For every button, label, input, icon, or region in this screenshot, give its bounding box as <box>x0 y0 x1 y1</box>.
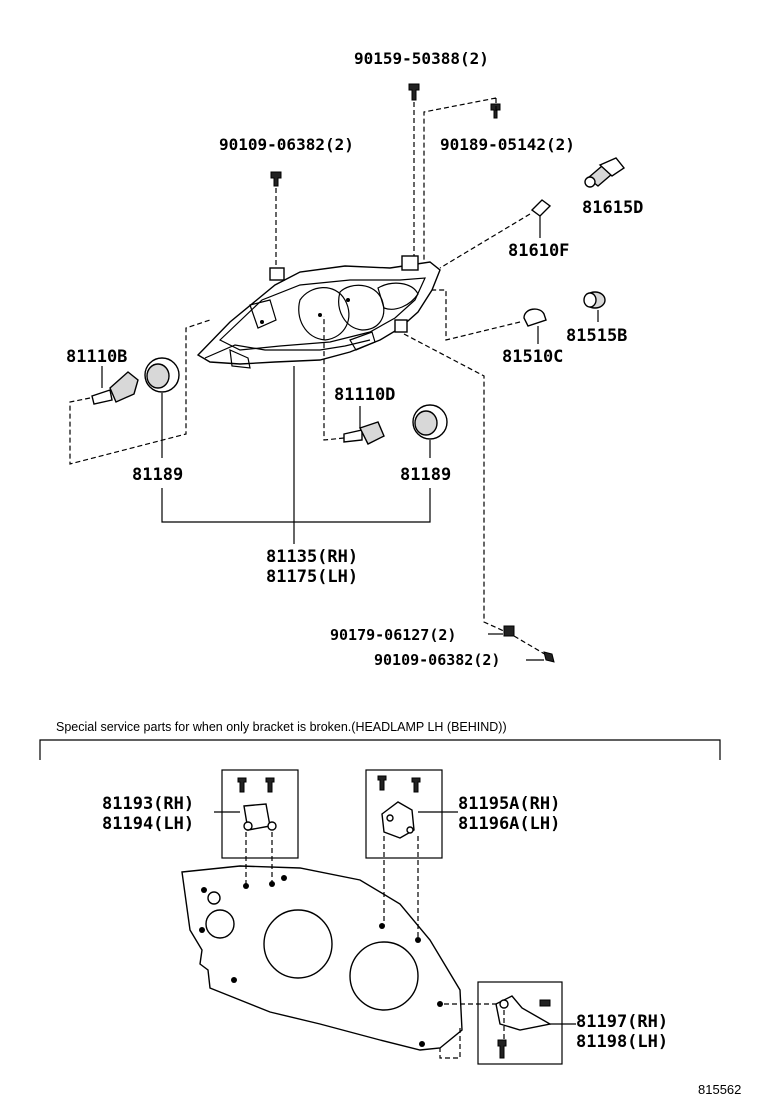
bulb-81615d-icon <box>584 157 626 188</box>
headlamp-assembly <box>196 255 441 369</box>
label-81510c: 81510C <box>502 347 563 367</box>
bracket-81197-icon <box>495 995 552 1059</box>
label-81195a-rh: 81195A(RH) <box>458 794 560 814</box>
label-81198-lh: 81198(LH) <box>576 1032 668 1052</box>
label-81515b: 81515B <box>566 326 627 346</box>
label-81197-rh: 81197(RH) <box>576 1012 668 1032</box>
service-note: Special service parts for when only brac… <box>56 720 507 734</box>
section-bracket <box>39 739 721 760</box>
bracket-81197-box <box>477 981 563 1065</box>
bulb-81110d-icon <box>343 421 385 445</box>
illustration-code: 815562 <box>698 1082 741 1097</box>
bulb-81110b-icon <box>91 371 139 405</box>
bracket-81195a-box <box>365 769 443 859</box>
bracket-81195a-icon <box>377 775 421 839</box>
cap-81189-left-icon <box>144 357 180 393</box>
bulb-81510c-icon <box>523 308 547 327</box>
socket-81515b-icon <box>583 291 606 309</box>
bracket-81193-box <box>221 769 299 859</box>
nut-icon <box>503 625 515 637</box>
label-81110d: 81110D <box>334 385 395 405</box>
label-81110b: 81110B <box>66 347 127 367</box>
label-81610f: 81610F <box>508 241 569 261</box>
cap-81189-right-icon <box>412 404 448 440</box>
headlamp-back-panel <box>181 865 463 1051</box>
bracket-81193-icon <box>237 777 277 831</box>
label-81175-lh: 81175(LH) <box>266 567 358 587</box>
label-90109-06382-bottom: 90109-06382(2) <box>374 651 500 669</box>
screw-icon <box>408 83 420 101</box>
label-81194-lh: 81194(LH) <box>102 814 194 834</box>
label-81615d: 81615D <box>582 198 643 218</box>
label-90159-50388: 90159-50388(2) <box>354 49 489 68</box>
label-90109-06382-top: 90109-06382(2) <box>219 135 354 154</box>
label-81189-right: 81189 <box>400 465 451 485</box>
label-81135-rh: 81135(RH) <box>266 547 358 567</box>
screw-icon <box>543 651 555 663</box>
label-81196a-lh: 81196A(LH) <box>458 814 560 834</box>
label-90179-06127: 90179-06127(2) <box>330 626 456 644</box>
label-90189-05142: 90189-05142(2) <box>440 135 575 154</box>
label-81189-left: 81189 <box>132 465 183 485</box>
label-81193-rh: 81193(RH) <box>102 794 194 814</box>
screw-icon <box>270 171 282 187</box>
bulb-81610f-icon <box>530 199 552 217</box>
